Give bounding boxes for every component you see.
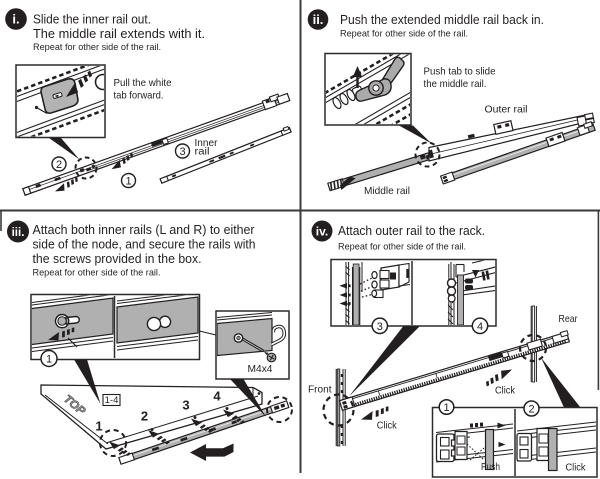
svg-text:3: 3 xyxy=(377,321,383,333)
svg-text:3: 3 xyxy=(179,146,185,158)
svg-text:4: 4 xyxy=(213,389,221,404)
svg-text:1: 1 xyxy=(46,354,52,366)
svg-text:iv.: iv. xyxy=(316,224,328,238)
svg-text:1: 1 xyxy=(95,419,102,434)
svg-text:ii.: ii. xyxy=(313,12,324,27)
svg-text:the middle rail.: the middle rail. xyxy=(424,78,487,90)
svg-text:4: 4 xyxy=(477,321,483,333)
svg-text:Front: Front xyxy=(308,384,332,396)
svg-text:Click: Click xyxy=(566,462,587,474)
svg-text:Slide the inner rail out.: Slide the inner rail out. xyxy=(33,12,151,27)
svg-text:Inner: Inner xyxy=(195,137,218,149)
svg-text:Rear: Rear xyxy=(559,313,578,325)
svg-text:tab forward.: tab forward. xyxy=(114,90,164,102)
svg-text:i.: i. xyxy=(12,12,19,27)
svg-text:Attach outer rail to the rack.: Attach outer rail to the rack. xyxy=(338,223,485,238)
svg-text:Middle rail: Middle rail xyxy=(364,185,410,197)
svg-text:Repeat for other side of the r: Repeat for other side of the rail. xyxy=(338,242,466,253)
svg-text:2: 2 xyxy=(56,159,62,171)
svg-text:1-4: 1-4 xyxy=(105,395,119,406)
svg-text:Outer rail: Outer rail xyxy=(485,104,528,116)
svg-text:Pull the white: Pull the white xyxy=(114,77,172,89)
svg-text:1: 1 xyxy=(125,175,131,187)
svg-text:iii.: iii. xyxy=(12,227,25,239)
svg-text:3: 3 xyxy=(182,398,189,413)
svg-text:Push: Push xyxy=(481,461,500,473)
svg-text:Click: Click xyxy=(495,385,516,397)
svg-text:Repeat for other side of the r: Repeat for other side of the rail. xyxy=(340,29,468,40)
svg-text:rail: rail xyxy=(195,146,210,158)
svg-text:Repeat for other side of the r: Repeat for other side of the rail. xyxy=(33,42,161,53)
svg-text:Push tab to slide: Push tab to slide xyxy=(424,66,496,78)
svg-text:Repeat for other side of the r: Repeat for other side of the rail. xyxy=(33,268,161,279)
svg-text:2: 2 xyxy=(141,409,148,424)
svg-text:side of the node, and secure t: side of the node, and secure the rails w… xyxy=(33,236,256,251)
svg-text:2: 2 xyxy=(528,404,534,416)
svg-text:the screws provided in the box: the screws provided in the box. xyxy=(33,251,202,266)
svg-text:The middle rail extends with i: The middle rail extends with it. xyxy=(33,26,205,41)
svg-text:Click: Click xyxy=(377,420,398,432)
svg-text:Push the extended middle rail: Push the extended middle rail back in. xyxy=(340,12,544,27)
svg-text:1: 1 xyxy=(443,402,449,414)
svg-text:M4x4: M4x4 xyxy=(248,363,273,375)
svg-text:Attach both inner rails (L and: Attach both inner rails (L and R) to eit… xyxy=(33,222,256,237)
